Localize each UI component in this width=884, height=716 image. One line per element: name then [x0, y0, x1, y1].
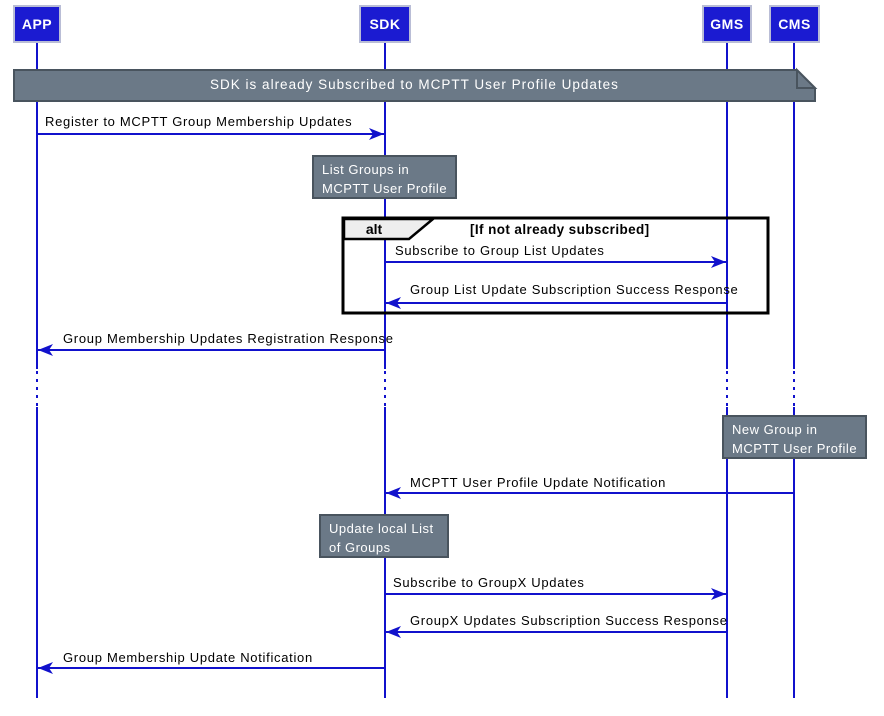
alt-fragment-condition: [If not already subscribed]: [470, 222, 650, 237]
participant-app-label: APP: [21, 16, 53, 32]
message-label-membership-notification: Group Membership Update Notification: [63, 650, 313, 665]
note-update-local-line2: of Groups: [329, 540, 391, 555]
note-list-groups: List Groups in MCPTT User Profile: [312, 155, 457, 199]
participant-cms-label: CMS: [778, 16, 811, 32]
participant-app: APP: [13, 5, 61, 43]
message-label-groupx-response: GroupX Updates Subscription Success Resp…: [410, 613, 728, 628]
note-new-group-line1: New Group in: [732, 422, 818, 437]
participant-gms-label: GMS: [710, 16, 744, 32]
message-label-registration-response: Group Membership Updates Registration Re…: [63, 331, 394, 346]
note-list-groups-line1: List Groups in: [322, 162, 410, 177]
note-new-group: New Group in MCPTT User Profile: [722, 415, 867, 459]
participant-sdk-label: SDK: [369, 16, 401, 32]
participant-cms: CMS: [769, 5, 820, 43]
participant-sdk: SDK: [359, 5, 411, 43]
alt-fragment-label: alt: [365, 221, 383, 237]
band-note-text: SDK is already Subscribed to MCPTT User …: [210, 77, 619, 92]
note-new-group-line2: MCPTT User Profile: [732, 441, 858, 456]
note-update-local-line1: Update local List: [329, 521, 434, 536]
message-label-group-list-response: Group List Update Subscription Success R…: [410, 282, 739, 297]
participant-gms: GMS: [702, 5, 752, 43]
message-label-profile-update-notification: MCPTT User Profile Update Notification: [410, 475, 667, 490]
message-label-register: Register to MCPTT Group Membership Updat…: [45, 114, 353, 129]
note-list-groups-line2: MCPTT User Profile: [322, 181, 448, 196]
message-label-subscribe-groupx: Subscribe to GroupX Updates: [393, 575, 585, 590]
note-update-local: Update local List of Groups: [319, 514, 449, 558]
message-label-subscribe-group-list: Subscribe to Group List Updates: [395, 243, 605, 258]
